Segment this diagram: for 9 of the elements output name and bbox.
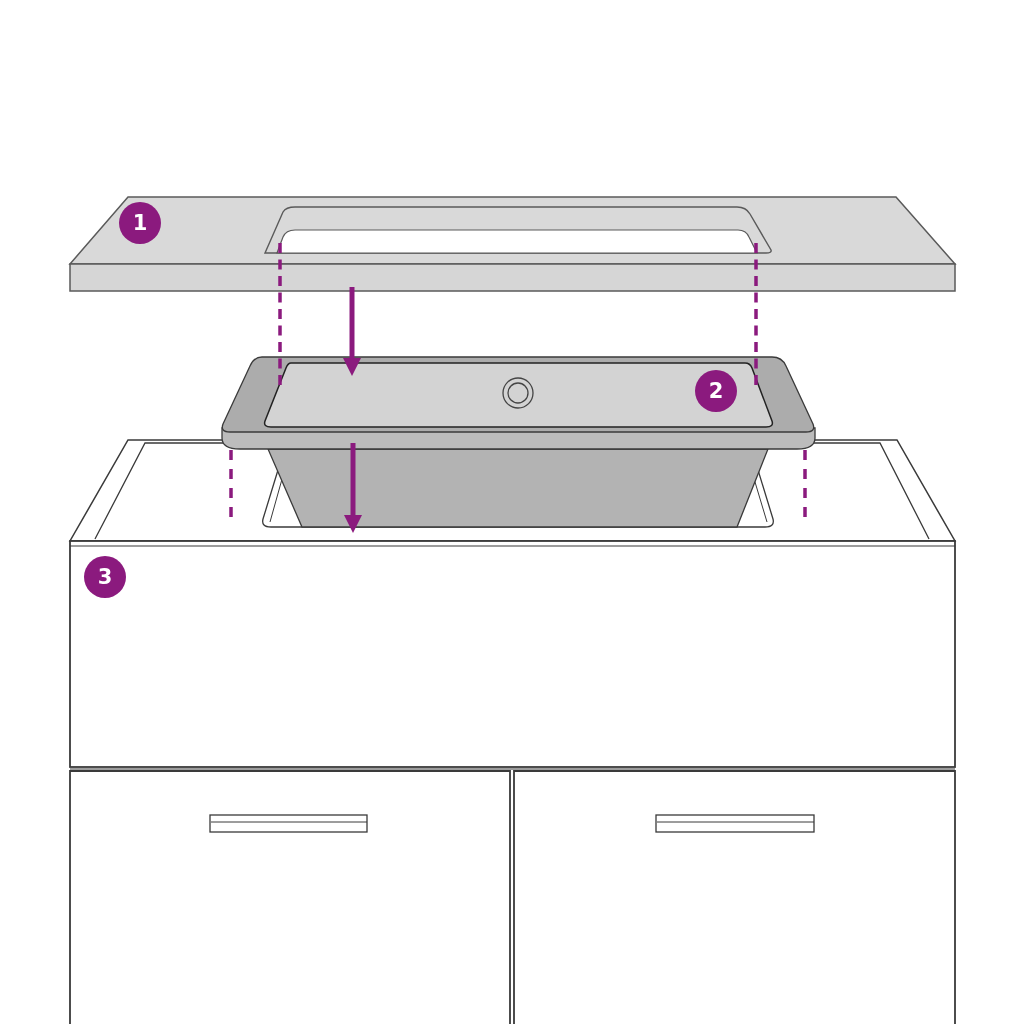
- arrow: [344, 443, 362, 533]
- countertop: [68, 196, 957, 292]
- alignment-line: [229, 450, 233, 517]
- alignment-line: [754, 243, 758, 385]
- alignment-line: [278, 243, 282, 385]
- sink-basin: [221, 356, 816, 528]
- alignment-line: [803, 450, 807, 517]
- vanity-cabinet: [68, 439, 957, 1024]
- arrow: [343, 287, 361, 376]
